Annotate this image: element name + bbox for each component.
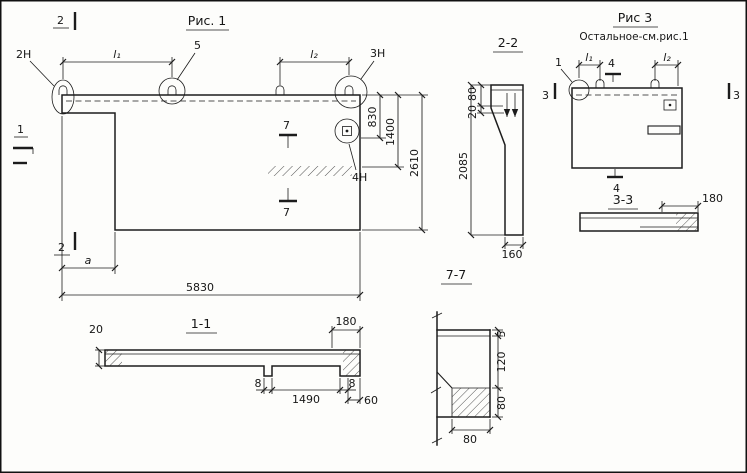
section-1-1-view: 1-1 20 180 8 1490 8 60 bbox=[89, 315, 378, 407]
hatch-region bbox=[676, 213, 698, 231]
sec11-dim-8-left: 8 bbox=[255, 377, 262, 390]
embedded-plate bbox=[647, 125, 681, 135]
detail-circle-4n bbox=[334, 118, 360, 144]
sec11-dim-180: 180 bbox=[336, 315, 357, 328]
section-3-3-view: 3-3 180 bbox=[579, 192, 723, 232]
callout-ellipse-2n bbox=[51, 79, 75, 115]
fig1-view: Рис. 1 2Н 5 3Н 4Н 2 bbox=[13, 12, 428, 301]
sec77-dim-5: 5 bbox=[495, 331, 508, 338]
lifting-loop-icon bbox=[344, 85, 354, 95]
cut-3-left-label: 3 bbox=[542, 89, 549, 102]
callout-5-label: 5 bbox=[194, 39, 201, 52]
lifting-loop-icon bbox=[58, 85, 68, 95]
embedded-anchor-icon bbox=[663, 99, 677, 111]
sec11-dim-20: 20 bbox=[89, 323, 103, 336]
cut-7-top-label: 7 bbox=[283, 119, 290, 132]
sec77-dim-80-bottom: 80 bbox=[463, 433, 477, 446]
hatch-region bbox=[452, 388, 490, 417]
callout-4n-label: 4Н bbox=[352, 171, 367, 184]
cut-4-top-label: 4 bbox=[608, 57, 615, 70]
fig1-dim-2610: 2610 bbox=[408, 149, 421, 177]
sec11-dim-8-right: 8 bbox=[349, 377, 356, 390]
fig1-dim-a: а bbox=[85, 254, 92, 267]
chamfer-edge bbox=[436, 371, 453, 389]
detail-circle-1 bbox=[568, 79, 590, 101]
detail-circle-5 bbox=[158, 77, 186, 105]
sec77-dim-120: 120 bbox=[495, 352, 508, 373]
embedded-plate bbox=[268, 166, 352, 176]
sec77-dim-80-right: 80 bbox=[495, 396, 508, 410]
lifting-loop-icon bbox=[275, 85, 285, 95]
break-mark-icon bbox=[431, 312, 443, 319]
fig3-panel-outline bbox=[571, 87, 683, 169]
cut-3-right-label: 3 bbox=[733, 89, 740, 102]
sec22-dim-2085: 2085 bbox=[457, 152, 470, 180]
sec11-dim-60: 60 bbox=[364, 394, 378, 407]
hatch-region bbox=[343, 350, 360, 376]
fig3-callout-1: 1 bbox=[555, 56, 562, 69]
cut-mark-2-bottom: 2 bbox=[54, 232, 77, 256]
cut-2-top-label: 2 bbox=[57, 14, 64, 27]
fig3-view: Рис 3 Остальное-см.рис.1 1 l₁ l₂ 4 bbox=[542, 10, 740, 195]
section-7-7-view: 7-7 5 120 80 80 bbox=[430, 267, 508, 446]
cut-7-bottom-label: 7 bbox=[283, 206, 290, 219]
lifting-loop-icon bbox=[167, 85, 177, 95]
callout-3n-label: 3Н bbox=[370, 47, 385, 60]
cut-mark-4-top: 4 bbox=[605, 57, 621, 82]
sec11-title: 1-1 bbox=[191, 316, 211, 331]
cut-mark-3-left: 3 bbox=[542, 83, 557, 102]
cut-mark-2-top: 2 bbox=[53, 12, 77, 30]
sec22-dim-80: 80 bbox=[466, 87, 479, 101]
cut-4-bottom-label: 4 bbox=[613, 182, 620, 195]
hatch-region bbox=[105, 350, 122, 366]
fig1-dim-l2: l₂ bbox=[310, 48, 318, 61]
fig3-dim-l1: l₁ bbox=[585, 51, 592, 64]
embedded-anchor-icon bbox=[342, 126, 352, 136]
fig3-title: Рис 3 bbox=[618, 10, 652, 25]
break-mark-icon bbox=[430, 386, 442, 394]
cut-2-bottom-label: 2 bbox=[58, 241, 65, 254]
fig1-dim-830: 830 bbox=[366, 107, 379, 128]
sec33-dim-180: 180 bbox=[702, 192, 723, 205]
fig3-dim-l2: l₂ bbox=[663, 51, 671, 64]
cut-mark-1-left: 1 bbox=[13, 123, 34, 165]
cut-mark-7-bottom: 7 bbox=[279, 188, 297, 219]
sec22-dim-20: 20 bbox=[466, 105, 479, 119]
fig1-dim-l1: l₁ bbox=[113, 48, 120, 61]
fig1-dim-5830: 5830 bbox=[186, 281, 214, 294]
section-2-2-view: 2-2 80 20 2085 160 bbox=[457, 35, 527, 261]
break-mark-icon bbox=[431, 437, 443, 444]
panel-outline bbox=[61, 94, 361, 231]
callout-2n-label: 2Н bbox=[16, 48, 31, 61]
cut-mark-3-right: 3 bbox=[727, 83, 740, 102]
sec22-dim-160: 160 bbox=[502, 248, 523, 261]
cut-mark-7-top: 7 bbox=[279, 119, 297, 148]
sec11-dim-1490: 1490 bbox=[292, 393, 320, 406]
cut-1-label: 1 bbox=[17, 123, 24, 136]
cut-mark-4-bottom: 4 bbox=[607, 169, 623, 195]
sec22-title: 2-2 bbox=[498, 35, 518, 50]
fig1-title: Рис. 1 bbox=[188, 13, 226, 28]
detail-circle-3n bbox=[334, 75, 368, 109]
fig3-subtitle: Остальное-см.рис.1 bbox=[579, 31, 688, 43]
fig1-dim-1400: 1400 bbox=[384, 118, 397, 146]
sec33-title: 3-3 bbox=[613, 192, 633, 207]
sec77-title: 7-7 bbox=[446, 267, 466, 282]
